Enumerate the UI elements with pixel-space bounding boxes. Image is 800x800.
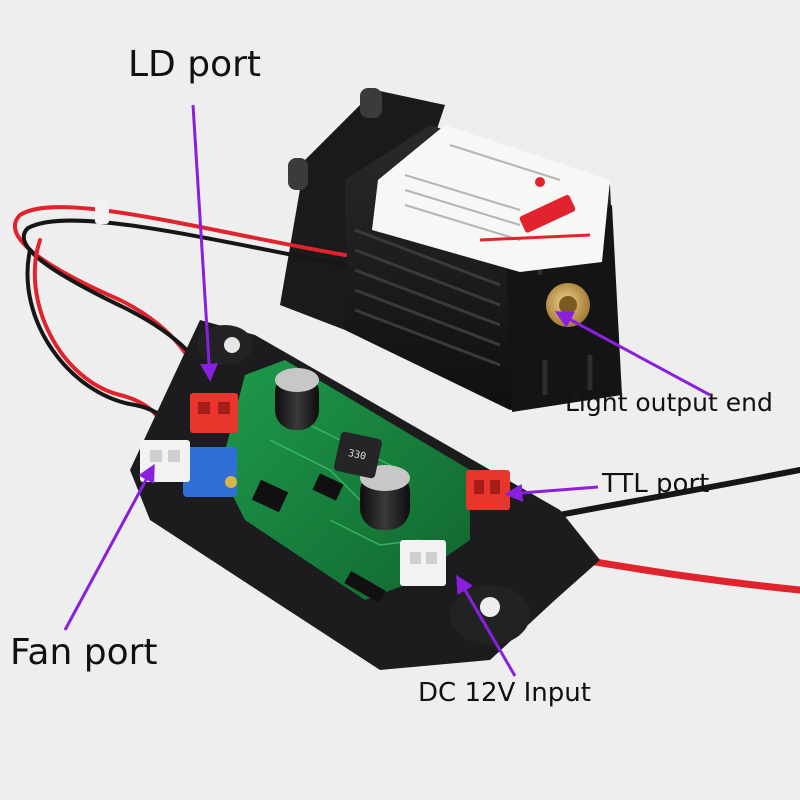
light-output-arrow xyxy=(554,311,711,397)
callout-arrows xyxy=(63,104,711,677)
potentiometer xyxy=(183,447,237,497)
label-red-dot xyxy=(535,177,545,187)
fan-port-label: Fan port xyxy=(10,632,158,673)
ld-port-arrow xyxy=(191,104,219,382)
fan-port-arrow xyxy=(63,463,155,631)
ld-port-label: LD port xyxy=(128,44,262,85)
dc-input-label: DC 12V Input xyxy=(418,678,591,708)
ic-chip-3 xyxy=(344,570,386,604)
capacitor-large xyxy=(275,368,319,430)
inductor-marking: 330 xyxy=(347,448,367,463)
aperture-bore xyxy=(559,296,577,314)
dc-input-connector xyxy=(400,540,446,586)
label-red-tag xyxy=(519,194,576,233)
light-output-end-label: Light output end xyxy=(565,388,773,417)
heatsink-fins xyxy=(354,228,501,367)
mount-hole-right xyxy=(480,597,500,617)
mount-post-top xyxy=(360,88,382,118)
laser-module xyxy=(280,88,622,412)
mount-hole-left xyxy=(224,337,240,353)
ld-port-connector xyxy=(190,393,238,433)
dc-input-arrow xyxy=(456,574,517,677)
inductor: 330 xyxy=(334,431,382,479)
ttl-port-label: TTL port xyxy=(602,469,710,499)
ttl-port-connector xyxy=(466,470,510,510)
mount-post-left xyxy=(288,158,308,190)
ic-chip-1 xyxy=(251,479,289,513)
ic-chip-2 xyxy=(312,473,344,501)
label-red-stripe xyxy=(479,233,591,242)
ttl-port-arrow xyxy=(504,483,599,502)
label-print-lines xyxy=(404,144,561,241)
ld-wire-black xyxy=(21,218,347,412)
driver-board: 330 xyxy=(130,320,600,670)
laser-warning-label xyxy=(372,125,610,272)
cable-tie xyxy=(95,200,109,224)
